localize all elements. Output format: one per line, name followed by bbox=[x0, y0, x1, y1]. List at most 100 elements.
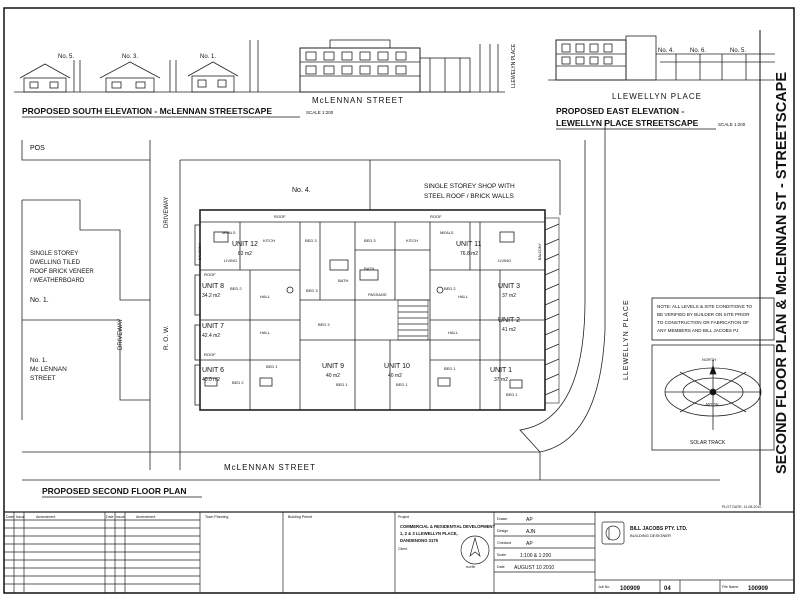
unit-name: UNIT 2 bbox=[498, 317, 520, 324]
project-label: Project bbox=[398, 515, 409, 519]
room-label: ROOF bbox=[274, 214, 286, 219]
room-label: BED 1 bbox=[396, 382, 408, 387]
room-label: BED 2 bbox=[444, 286, 456, 291]
unit-name: UNIT 7 bbox=[202, 323, 224, 330]
rev-header: Issue bbox=[16, 515, 25, 519]
room-label: KITCH bbox=[406, 238, 418, 243]
scale-note: SCALE 1:200 bbox=[306, 110, 334, 115]
elev-house-label: No. 3. bbox=[122, 54, 138, 60]
elev-house-label: No. 5. bbox=[730, 48, 746, 54]
floor-plan-title: PROPOSED SECOND FLOOR PLAN bbox=[42, 486, 187, 496]
project-line: 1, 2 & 3 LLEWELLYN PLACE, bbox=[400, 531, 458, 536]
sheet-title-vertical: SECOND FLOOR PLAN & McLENNAN ST - STREET… bbox=[774, 72, 790, 474]
client-label: Client bbox=[398, 547, 407, 551]
row-label: R. O. W. bbox=[163, 325, 170, 350]
dwelling-label: SINGLE STOREY bbox=[30, 251, 78, 257]
title-block bbox=[4, 511, 794, 593]
room-label: BED 2 bbox=[230, 286, 242, 291]
rev-header: Amendment bbox=[136, 515, 155, 519]
room-label: BATH bbox=[338, 278, 348, 283]
lot-1-label: No. 1. bbox=[30, 297, 49, 304]
pos-label: POS bbox=[30, 145, 45, 152]
unit-area: 37 m2 bbox=[502, 293, 516, 299]
room-label: BED 1 bbox=[444, 366, 456, 371]
rev-header: Issue bbox=[116, 515, 125, 519]
room-label: ROOF bbox=[204, 352, 216, 357]
unit-area: 40.0 m2 bbox=[202, 377, 220, 383]
room-label: BED 3 bbox=[306, 288, 318, 293]
room-label: BED 2 bbox=[232, 380, 244, 385]
file-label: File Name bbox=[722, 585, 738, 589]
north-label: north bbox=[466, 564, 475, 569]
dwelling-label: / WEATHERBOARD bbox=[30, 278, 85, 284]
firm-title: BUILDING DESIGNER bbox=[630, 533, 671, 538]
drawn-value: AP bbox=[526, 517, 533, 523]
note-line: ANY MEMBERS AND BILL JACOBS PJ bbox=[657, 328, 738, 333]
scale-label: Scale bbox=[497, 553, 506, 557]
design-label: Design bbox=[497, 529, 508, 533]
building-permit-label: Building Permit bbox=[288, 515, 312, 519]
room-label: LIVING bbox=[498, 258, 511, 263]
room-label: HALL bbox=[448, 330, 459, 335]
unit-area: 41 m2 bbox=[502, 327, 516, 333]
mclennan-street-plan-label: McLENNAN STREET bbox=[224, 463, 316, 472]
lot-1b-label: STREET bbox=[30, 375, 56, 382]
driveway-label-top: DRIVEWAY bbox=[164, 197, 170, 228]
sheet-border bbox=[3, 7, 795, 594]
room-label: ROOF bbox=[204, 272, 216, 277]
unit-name: UNIT 9 bbox=[322, 363, 344, 370]
project-line: DANDENONG 3175 bbox=[400, 538, 439, 543]
elev-house-label: No. 1. bbox=[200, 54, 216, 60]
east-elevation bbox=[548, 35, 775, 81]
room-label: BED 1 bbox=[336, 382, 348, 387]
room-label: BED 1 bbox=[506, 392, 518, 397]
room-label: MEALS bbox=[440, 230, 454, 235]
note-line: NOTE: ALL LEVELS & SITE CONDITIONS TO bbox=[657, 304, 753, 309]
plot-date: PLOT DATE: 11.08.2010 bbox=[722, 505, 761, 509]
shop-label-2: STEEL ROOF / BRICK WALLS bbox=[424, 193, 514, 200]
solar-track-title: SOLAR TRACK bbox=[690, 440, 726, 446]
lot-1b-label: No. 1. bbox=[30, 357, 48, 364]
driveway-label-left: DRIVEWAY bbox=[118, 319, 124, 350]
unit-labels: UNIT 12 82 m2 UNIT 11 76.8 m2 UNIT 3 37 … bbox=[202, 241, 520, 383]
elev-house-label: No. 4. bbox=[658, 48, 674, 54]
lot-1b-label: Mc LENNAN bbox=[30, 366, 67, 373]
file-value: 100909 bbox=[748, 586, 769, 592]
room-label: HALL bbox=[458, 294, 469, 299]
east-elevation-title-1: PROPOSED EAST ELEVATION - bbox=[556, 106, 684, 116]
noon-label: NOON bbox=[706, 402, 719, 407]
rev-header: Date bbox=[6, 515, 14, 519]
llewellyn-place-plan-label: LLEWELLYN PLACE bbox=[623, 299, 630, 380]
unit-name: UNIT 1 bbox=[490, 367, 512, 374]
rev-header: Date bbox=[106, 515, 114, 519]
note-box bbox=[651, 297, 775, 341]
job-value: 100909 bbox=[620, 586, 641, 592]
room-label: BED 3 bbox=[364, 238, 376, 243]
lot-4-label: No. 4. bbox=[292, 187, 311, 194]
unit-area: 76.8 m2 bbox=[460, 251, 478, 257]
date-value: AUGUST 10 2010 bbox=[514, 565, 554, 571]
solar-track-diagram bbox=[651, 344, 775, 451]
room-label: LIVING bbox=[224, 258, 237, 263]
east-elevation-title-2: LEWELLYN PLACE STREETSCAPE bbox=[556, 118, 699, 128]
room-label: MEALS bbox=[222, 230, 236, 235]
note-line: BE VERIFIED BY BUILDER ON SITE PRIOR bbox=[657, 312, 750, 317]
checked-value: AP bbox=[526, 541, 533, 547]
job-label: Job No bbox=[598, 585, 609, 589]
room-label: HALL bbox=[260, 330, 271, 335]
south-elevation bbox=[14, 39, 505, 93]
elev-house-label: No. 6. bbox=[690, 48, 706, 54]
unit-name: UNIT 6 bbox=[202, 367, 224, 374]
scale-value: 1:100 & 1:200 bbox=[520, 553, 551, 559]
room-label: KITCH bbox=[263, 238, 275, 243]
room-label: BED 3 bbox=[305, 238, 317, 243]
rev-header: Amendment bbox=[36, 515, 55, 519]
unit-name: UNIT 12 bbox=[232, 241, 258, 248]
project-line: COMMERCIAL & RESIDENTIAL DEVELOPMENT bbox=[400, 524, 495, 529]
llewellyn-place-label: LLEWELYN PLACE bbox=[511, 43, 517, 88]
room-label: BED 1 bbox=[266, 364, 278, 369]
room-label: BALCONY bbox=[198, 243, 202, 260]
shop-label-1: SINGLE STOREY SHOP WITH bbox=[424, 183, 515, 190]
room-label: BED 3 bbox=[318, 322, 330, 327]
room-label: BALCONY bbox=[538, 243, 542, 260]
